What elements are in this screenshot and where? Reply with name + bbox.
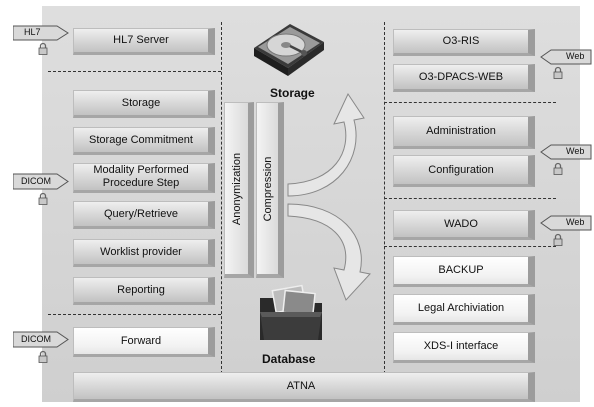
web-input-label-2: Web: [566, 146, 585, 156]
administration-box: Administration: [393, 116, 535, 149]
arrow-tag-icon: [540, 144, 592, 160]
database-caption: Database: [262, 352, 316, 366]
atna-box: ATNA: [73, 372, 535, 402]
left-column-divider: [221, 22, 222, 374]
mpps-line-1: Modality Performed: [93, 164, 189, 176]
storage-commitment-box: Storage Commitment: [73, 127, 215, 155]
dicom-input-arrow-1: DICOM: [13, 173, 69, 190]
xds-interface-box: XDS-I interface: [393, 332, 535, 363]
query-retrieve-box: Query/Retrieve: [73, 201, 215, 229]
hard-disk-icon: [254, 24, 324, 76]
compression-bar: Compression: [256, 102, 284, 278]
left-divider-2: [48, 314, 221, 315]
reporting-box: Reporting: [73, 277, 215, 305]
mpps-line-2: Procedure Step: [102, 177, 180, 189]
dicom-input-label-2: DICOM: [21, 334, 51, 344]
storage-box: Storage: [73, 90, 215, 118]
o3-dpacs-web-box: O3-DPACS-WEB: [393, 64, 535, 92]
padlock-icon: [38, 42, 48, 55]
right-divider-1: [384, 102, 556, 103]
hl7-input-arrow: HL7: [13, 25, 69, 41]
web-input-arrow-3: Web: [540, 215, 592, 231]
hl7-input-label: HL7: [24, 27, 41, 37]
worklist-provider-box: Worklist provider: [73, 239, 215, 267]
padlock-icon: [553, 233, 563, 246]
arrow-tag-icon: [540, 215, 592, 231]
arrow-tag-icon: [540, 49, 592, 65]
left-divider-1: [48, 71, 221, 72]
o3-ris-box: O3-RIS: [393, 29, 535, 56]
dicom-input-label-1: DICOM: [21, 176, 51, 186]
right-divider-3: [384, 246, 556, 247]
padlock-icon: [38, 350, 48, 363]
dicom-input-arrow-2: DICOM: [13, 331, 69, 348]
web-input-arrow-1: Web: [540, 49, 592, 65]
anonymization-label: Anonymization: [230, 152, 243, 225]
arrow-tag-icon: [13, 173, 69, 190]
web-input-arrow-2: Web: [540, 144, 592, 160]
anonymization-bar: Anonymization: [224, 102, 254, 278]
web-input-label-1: Web: [566, 51, 585, 61]
arrow-tag-icon: [13, 331, 69, 348]
wado-box: WADO: [393, 210, 535, 240]
forward-box: Forward: [73, 327, 215, 357]
storage-caption: Storage: [270, 86, 315, 100]
compression-label: Compression: [261, 156, 274, 221]
legal-archiviation-box: Legal Archiviation: [393, 294, 535, 325]
padlock-icon: [553, 66, 563, 79]
downward-flow-arrow: [287, 203, 371, 301]
mpps-box: Modality Performed Procedure Step: [73, 163, 215, 193]
padlock-icon: [553, 162, 563, 175]
arrow-tag-icon: [13, 25, 69, 41]
flow-arrows: [287, 92, 371, 301]
right-divider-2: [384, 198, 556, 199]
backup-box: BACKUP: [393, 256, 535, 287]
upward-flow-arrow: [287, 92, 365, 197]
photo-folder-icon: [260, 284, 322, 340]
hl7-server-box: HL7 Server: [73, 28, 215, 55]
configuration-box: Configuration: [393, 155, 535, 187]
padlock-icon: [38, 192, 48, 205]
web-input-label-3: Web: [566, 217, 585, 227]
